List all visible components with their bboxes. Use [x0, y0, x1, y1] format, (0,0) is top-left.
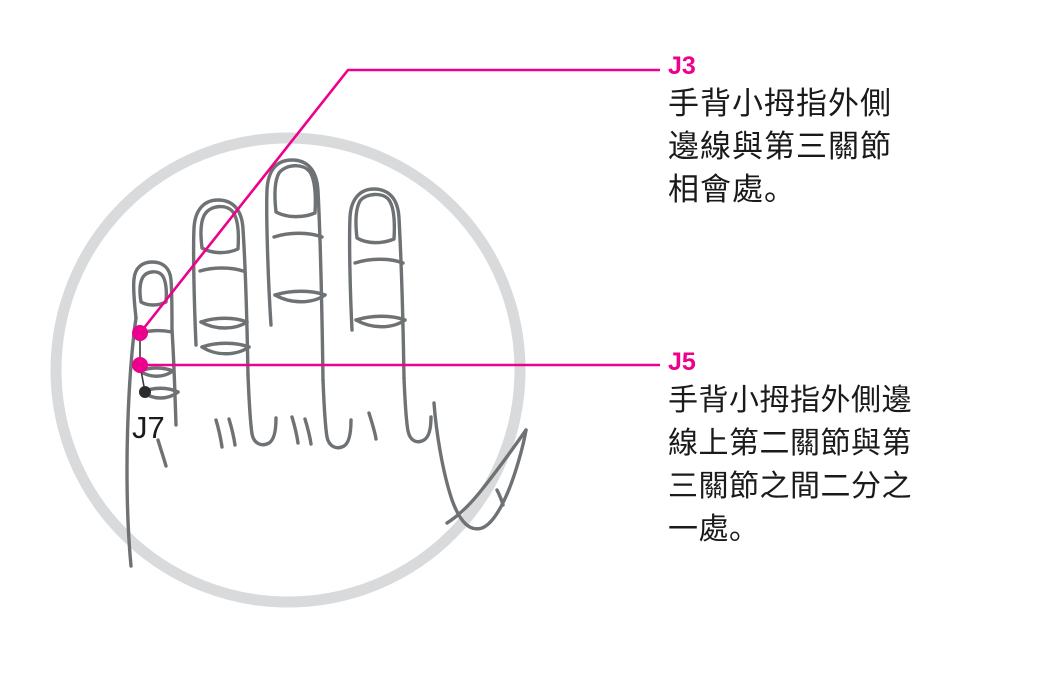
index-finger-outline: [347, 187, 406, 380]
ring-finger-crease-3b: [200, 345, 251, 356]
middle-finger-crease-2b: [273, 293, 327, 304]
acupoint-dot-j5: [132, 357, 148, 373]
index-finger-crease-2b: [354, 318, 407, 329]
callout-j5-description: 手背小拇指外側邊 線上第二關節與第 三關節之間二分之 一處。: [668, 383, 912, 547]
callout-j3: J3 手背小拇指外側 邊線與第三關節 相會處。: [668, 52, 1038, 212]
thumb-web-curve: [445, 428, 528, 525]
ring-finger-nail: [199, 204, 241, 255]
callout-j5: J5 手背小拇指外側邊 線上第二關節與第 三關節之間二分之 一處。: [668, 348, 1038, 551]
knuckle-tick-3a: [290, 415, 300, 445]
pinky-right-edge: [170, 328, 178, 427]
knuckle-tick-3b: [303, 417, 313, 446]
acupoint-dot-j3: [132, 325, 148, 341]
leader-line-j3: [138, 68, 660, 334]
callout-j5-code: J5: [668, 348, 696, 376]
knuckle-tick-2a: [214, 418, 224, 449]
middle-finger-crease-2a: [273, 289, 327, 297]
index-finger-crease-1: [353, 257, 405, 265]
ring-finger-crease-2a: [199, 316, 249, 324]
index-finger-base: [402, 376, 433, 444]
middle-finger-crease-1: [272, 231, 324, 239]
hand-right-edge: [432, 401, 528, 531]
index-finger-nail: [354, 192, 397, 245]
knuckle-tick-2b: [227, 417, 237, 447]
background-circle: [50, 132, 526, 608]
knuckle-tick-4: [367, 411, 378, 441]
ring-finger-crease-3a: [200, 341, 251, 349]
ring-finger-outline: [191, 198, 250, 377]
leader-lines: [138, 68, 660, 367]
hand-diagram: J7: [50, 68, 660, 608]
acupoint-dot-j7: [139, 386, 151, 398]
ring-finger-base: [246, 373, 278, 447]
palm-left-edge: [125, 316, 138, 568]
acupoint-label-j7: J7: [132, 410, 165, 445]
knuckle-tick-1: [156, 438, 168, 468]
callout-j3-code: J3: [668, 52, 696, 80]
callout-j3-description: 手背小拇指外側 邊線與第三關節 相會處。: [668, 86, 892, 208]
thumb-tick: [495, 488, 505, 507]
middle-finger-base: [321, 378, 353, 450]
ring-finger-crease-2b: [199, 320, 249, 330]
middle-finger-outline: [265, 158, 325, 382]
ring-finger-crease-1: [198, 266, 245, 273]
middle-finger-nail: [273, 164, 318, 219]
pinky-nail: [138, 270, 169, 307]
index-finger-crease-2a: [354, 314, 407, 322]
pinky-crease-2b: [138, 369, 175, 378]
